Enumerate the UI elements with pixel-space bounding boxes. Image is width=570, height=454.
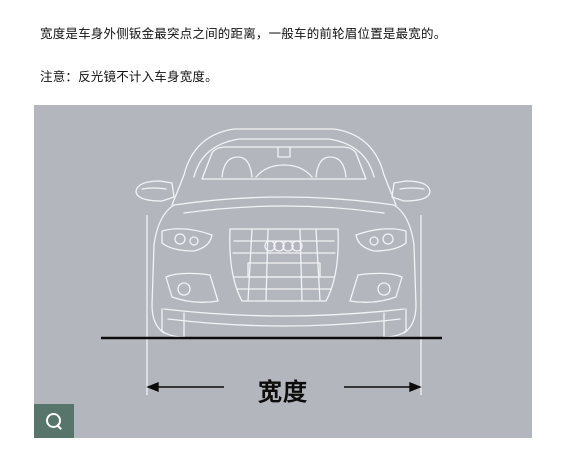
search-icon	[46, 413, 61, 428]
image-search-button[interactable]	[34, 404, 74, 438]
car-front-outline-drawing	[101, 128, 442, 395]
mirror-note-text: 注意：反光镜不计入车身宽度。	[40, 69, 218, 84]
car-width-illustration: 宽度	[34, 105, 532, 438]
width-dimension-label: 宽度	[258, 378, 308, 406]
search-icon-handle	[56, 424, 62, 430]
width-definition-text: 宽度是车身外侧钣金最突点之间的距离，一般车的前轮眉位置是最宽的。	[40, 26, 447, 41]
